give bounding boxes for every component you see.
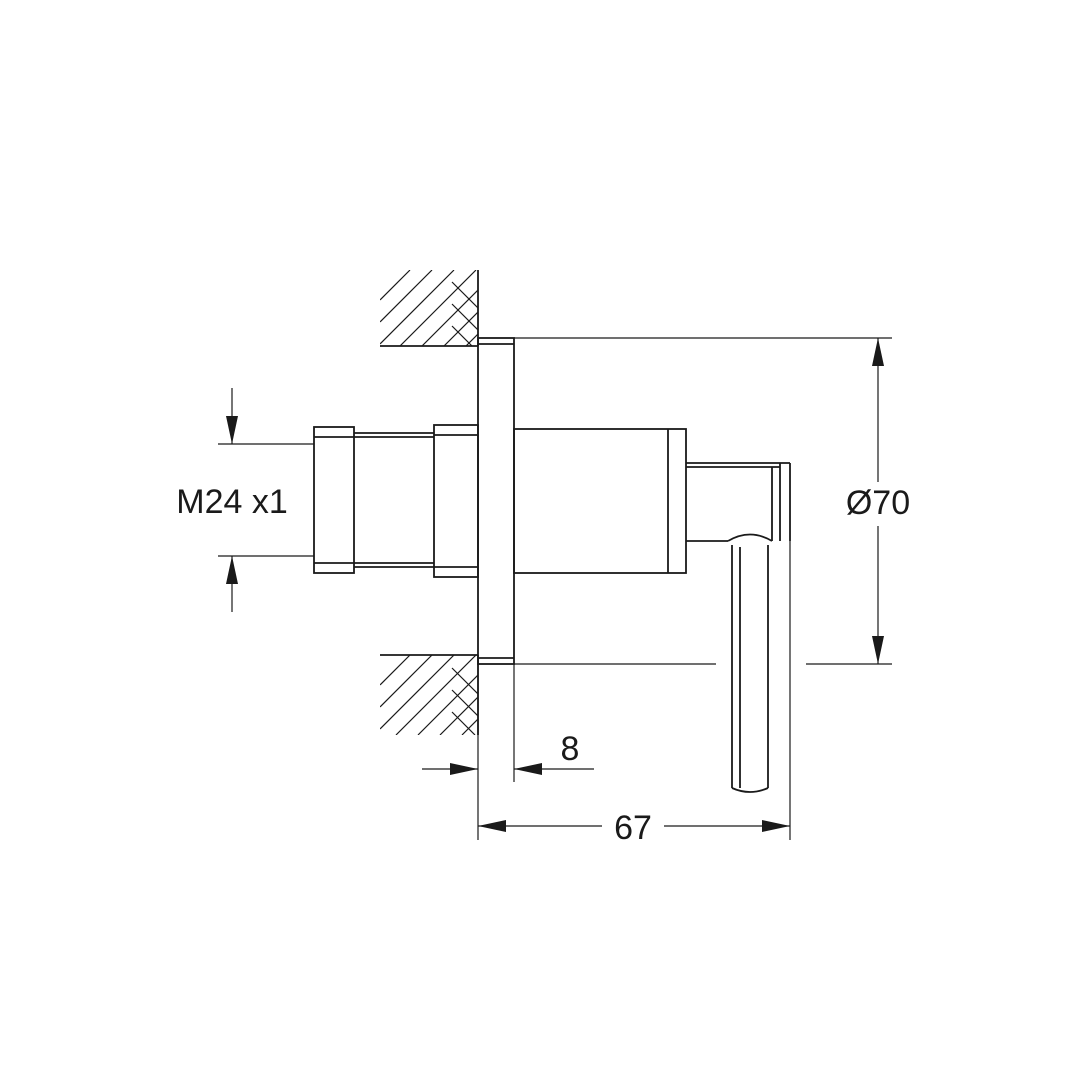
wall-section-bottom [380,654,479,735]
lever-handle [727,533,773,542]
rear-collar [433,424,479,578]
diameter-label: Ø70 [846,484,910,522]
main-cylinder [513,428,687,574]
arrow-head-icon [450,763,478,775]
arrow-head-icon [514,763,542,775]
arrow-head-icon [762,820,790,832]
thread-label: M24 x1 [176,483,288,521]
wall-flange [477,337,515,665]
arrow-head-icon [226,556,238,584]
flange-thickness-label: 8 [561,730,580,768]
arrow-head-icon [872,636,884,664]
total-depth-label: 67 [614,809,652,847]
dimension-thread: M24 x1 [176,388,314,612]
dimension-total-depth: 67 [478,541,791,847]
dimension-flange-thickness: 8 [422,664,594,840]
arrow-head-icon [226,416,238,444]
dimension-diameter: Ø70 [514,337,910,665]
connection-nut [313,426,355,574]
arrow-head-icon [478,820,506,832]
valve-body [313,337,791,793]
wall-section-top [380,270,479,347]
arrow-head-icon [872,338,884,366]
